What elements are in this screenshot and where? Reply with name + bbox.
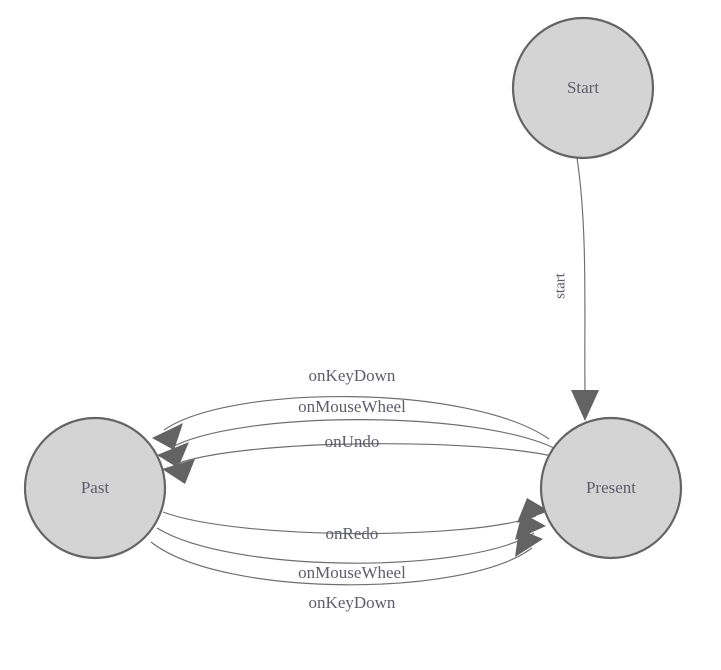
node-past-label: Past [81,478,110,497]
edge-label-layer: start onKeyDown onMouseWheel onUndo onRe… [298,272,568,612]
edge-start-to-present-path [576,157,586,393]
edge-past-to-present-onkeydown-arrowhead [515,529,543,557]
edge-present-to-past-onmousewheel-path [169,419,557,450]
edge-label-present-to-past-onmousewheel: onMouseWheel [298,397,406,416]
edge-present-to-past-onmousewheel-arrowhead [157,442,189,468]
edge-start-to-present[interactable] [571,157,599,421]
node-present[interactable]: Present [539,416,683,560]
edge-label-present-to-past-onkeydown: onKeyDown [309,366,396,385]
edge-label-past-to-present-onredo: onRedo [326,524,379,543]
edge-layer [150,157,599,586]
edge-label-past-to-present-onmousewheel: onMouseWheel [298,563,406,582]
node-present-circle [539,416,683,560]
edge-present-to-past-onmousewheel[interactable] [157,419,557,468]
edge-present-to-past-onkeydown-arrowhead [152,423,183,450]
edge-past-to-present-onmousewheel-path [156,527,535,564]
node-start[interactable]: Start [511,16,655,160]
edge-present-to-past-onundo-arrowhead [162,459,195,484]
edge-past-to-present-onkeydown[interactable] [150,529,543,586]
node-start-label: Start [567,78,599,97]
edge-start-to-present-arrowhead [571,390,599,421]
edge-past-to-present-onredo-path [162,511,537,535]
edge-label-start: start [552,272,568,299]
edge-present-to-past-onundo[interactable] [162,443,561,484]
edge-present-to-past-onkeydown[interactable] [152,395,550,450]
edge-past-to-present-onkeydown-path [150,541,533,586]
node-past-circle [23,416,167,560]
node-start-circle [511,16,655,160]
node-present-label: Present [586,478,636,497]
node-past[interactable]: Past [23,416,167,560]
edge-label-present-to-past-onundo: onUndo [325,432,380,451]
node-layer: Start Past Present [23,16,683,560]
edge-label-past-to-present-onkeydown: onKeyDown [309,593,396,612]
edge-present-to-past-onundo-path [175,443,561,465]
edge-present-to-past-onkeydown-path [163,395,550,440]
